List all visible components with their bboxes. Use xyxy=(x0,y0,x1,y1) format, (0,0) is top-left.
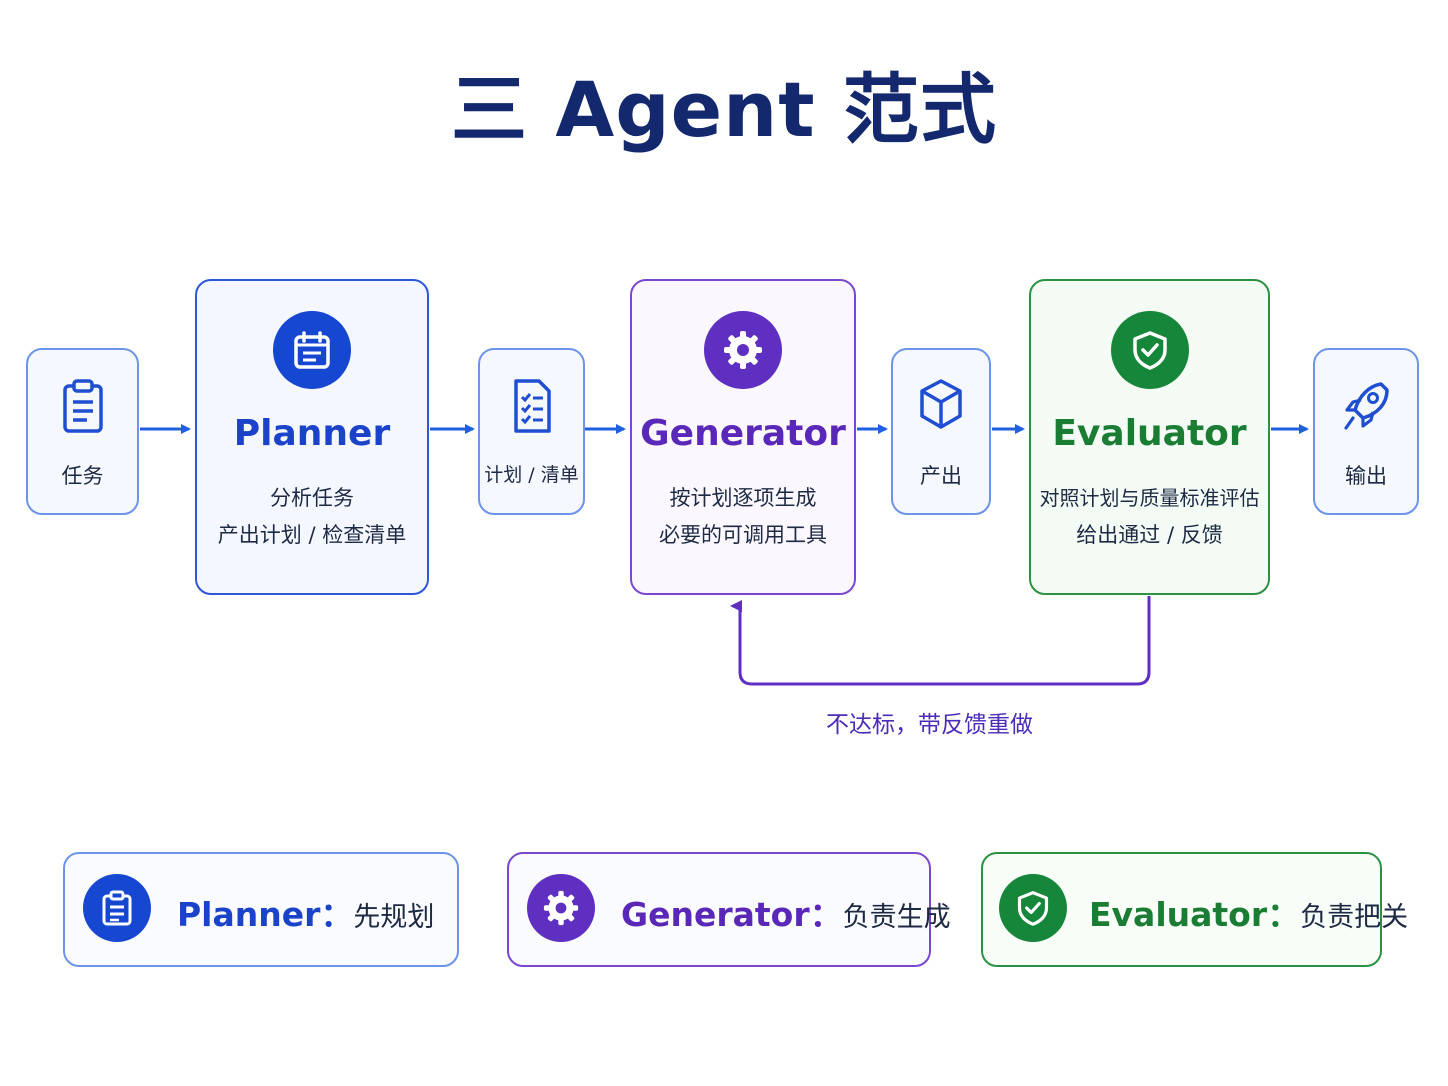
legend-generator-icon-circle xyxy=(527,874,595,942)
clipboard-icon xyxy=(62,379,103,433)
shield-check-icon xyxy=(1132,331,1167,370)
legend-planner-role: 先规划 xyxy=(353,902,435,933)
legend-planner-text: Planner：先规划 xyxy=(177,888,434,936)
legend-planner: Planner：先规划 xyxy=(63,852,459,967)
output-node: 输出 xyxy=(1313,348,1419,515)
feedback-loop-arrow xyxy=(730,596,1151,686)
product-label: 产出 xyxy=(920,464,962,488)
legend-evaluator-role: 负责把关 xyxy=(1300,902,1409,933)
generator-desc-2: 必要的可调用工具 xyxy=(659,523,827,547)
generator-node: Generator 按计划逐项生成 必要的可调用工具 xyxy=(630,279,856,595)
gear-icon xyxy=(724,331,762,369)
feedback-label: 不达标，带反馈重做 xyxy=(826,712,1033,738)
product-node: 产出 xyxy=(891,348,991,515)
generator-icon-circle xyxy=(704,311,782,389)
shield-check-icon xyxy=(1017,891,1049,926)
clipboard-icon xyxy=(102,890,132,926)
task-node: 任务 xyxy=(26,348,139,515)
checklist-icon xyxy=(513,379,551,433)
plan-list-node: 计划 / 清单 xyxy=(478,348,585,515)
generator-desc-1: 按计划逐项生成 xyxy=(669,486,817,510)
legend-planner-name: Planner： xyxy=(177,895,354,934)
legend-generator: Generator：负责生成 xyxy=(507,852,951,967)
evaluator-desc-1: 对照计划与质量标准评估 xyxy=(1039,486,1260,510)
rocket-icon xyxy=(1344,382,1389,430)
evaluator-node: Evaluator 对照计划与质量标准评估 给出通过 / 反馈 xyxy=(1029,279,1270,595)
task-label: 任务 xyxy=(61,464,104,488)
cube-icon xyxy=(920,379,962,429)
planner-desc-2: 产出计划 / 检查清单 xyxy=(217,523,407,547)
legend-evaluator-icon-circle xyxy=(999,874,1067,942)
legend-generator-role: 负责生成 xyxy=(842,902,951,933)
generator-name: Generator xyxy=(640,413,846,454)
output-label: 输出 xyxy=(1345,464,1387,488)
evaluator-icon-circle xyxy=(1110,311,1189,389)
planner-node: Planner 分析任务 产出计划 / 检查清单 xyxy=(195,279,429,595)
legend-evaluator: Evaluator：负责把关 xyxy=(981,852,1408,967)
calendar-icon xyxy=(294,331,330,369)
legend-generator-name: Generator： xyxy=(621,895,843,934)
page-title: 三 Agent 范式 xyxy=(450,65,998,154)
legend-generator-text: Generator：负责生成 xyxy=(621,888,951,936)
planner-desc-1: 分析任务 xyxy=(270,486,354,510)
legend-planner-icon-circle xyxy=(83,874,151,942)
gear-icon xyxy=(543,890,579,926)
evaluator-desc-2: 给出通过 / 反馈 xyxy=(1076,523,1223,547)
legend-evaluator-text: Evaluator：负责把关 xyxy=(1089,888,1408,936)
legend-evaluator-name: Evaluator： xyxy=(1089,895,1301,934)
evaluator-name: Evaluator xyxy=(1052,413,1247,454)
planner-name: Planner xyxy=(233,413,391,454)
plan-list-label: 计划 / 清单 xyxy=(484,464,579,486)
planner-icon-circle xyxy=(273,311,351,389)
